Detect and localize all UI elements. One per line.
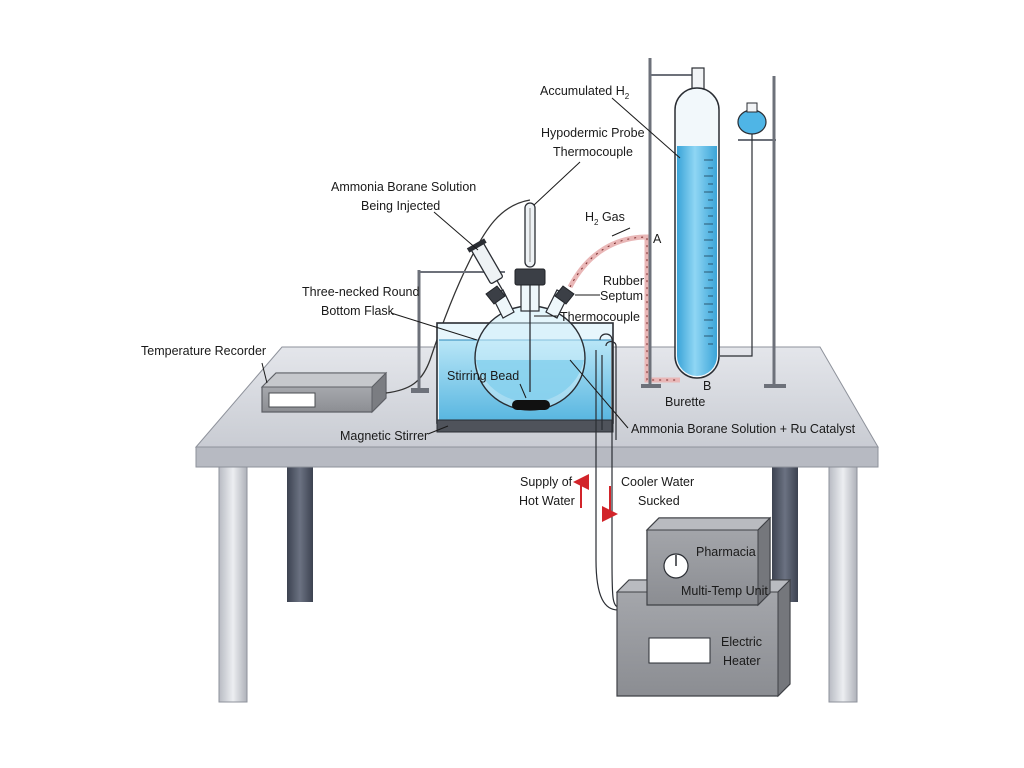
- stirring-bead-label: Stirring Bead: [447, 369, 519, 383]
- rubber-septum-label-2: Septum: [600, 289, 643, 303]
- ammonia-catalyst-label: Ammonia Borane Solution + Ru Catalyst: [631, 422, 856, 436]
- flask-label-2: Bottom Flask: [321, 304, 395, 318]
- cooler-water-label-1: Cooler Water: [621, 475, 694, 489]
- hypodermic-probe-label-1: Hypodermic Probe: [541, 126, 645, 140]
- hot-water-label-1: Supply of: [520, 475, 573, 489]
- labels: Accumulated H2 Hypodermic Probe Thermoco…: [141, 84, 856, 668]
- table-front-leg-left: [218, 465, 248, 703]
- magnetic-stirrer-label: Magnetic Stirrer: [340, 429, 428, 443]
- leader-lines: [261, 97, 681, 435]
- leveling-bulb: [720, 102, 767, 357]
- temperature-recorder: [260, 371, 388, 414]
- rubber-septum-label-1: Rubber: [603, 274, 644, 288]
- table-back-leg-left: [287, 466, 313, 602]
- h2-gas-label: H2 Gas: [585, 210, 625, 227]
- cooler-water-label-2: Sucked: [638, 494, 680, 508]
- flask-label-1: Three-necked Round: [302, 285, 419, 299]
- burette-graduations: [704, 159, 713, 345]
- thermocouple-label: Thermocouple: [560, 310, 640, 324]
- temperature-recorder-display: [268, 392, 316, 408]
- accumulated-h2-label: Accumulated H2: [540, 84, 630, 101]
- pharmacia-label: Pharmacia: [696, 545, 756, 559]
- temperature-recorder-label: Temperature Recorder: [141, 344, 266, 358]
- burette: [674, 67, 720, 379]
- multi-temp-unit-label: Multi-Temp Unit: [681, 584, 768, 598]
- burette-stand: [641, 58, 786, 388]
- hypodermic-probe: [524, 202, 536, 268]
- table-front-leg-right: [828, 465, 858, 703]
- heater-display: [648, 637, 711, 664]
- point-b-label: B: [703, 379, 711, 393]
- three-necked-flask: [474, 268, 586, 411]
- table-edge: [195, 446, 879, 468]
- hypodermic-probe-label-2: Thermocouple: [553, 145, 633, 159]
- ammonia-injected-label-1: Ammonia Borane Solution: [331, 180, 476, 194]
- table-back-leg-right: [772, 466, 798, 602]
- circulation-tubes: [595, 333, 623, 611]
- electric-heater-label-2: Heater: [723, 654, 761, 668]
- injection-syringe: [466, 238, 507, 296]
- ammonia-injected-label-2: Being Injected: [361, 199, 440, 213]
- burette-label: Burette: [665, 395, 705, 409]
- hot-water-label-2: Hot Water: [519, 494, 575, 508]
- point-a-label: A: [653, 232, 662, 246]
- magnetic-stirrer-plate: [436, 419, 614, 433]
- multi-temp-unit-front: [645, 516, 772, 607]
- electric-heater-label-1: Electric: [721, 635, 762, 649]
- stirring-bead: [512, 400, 550, 410]
